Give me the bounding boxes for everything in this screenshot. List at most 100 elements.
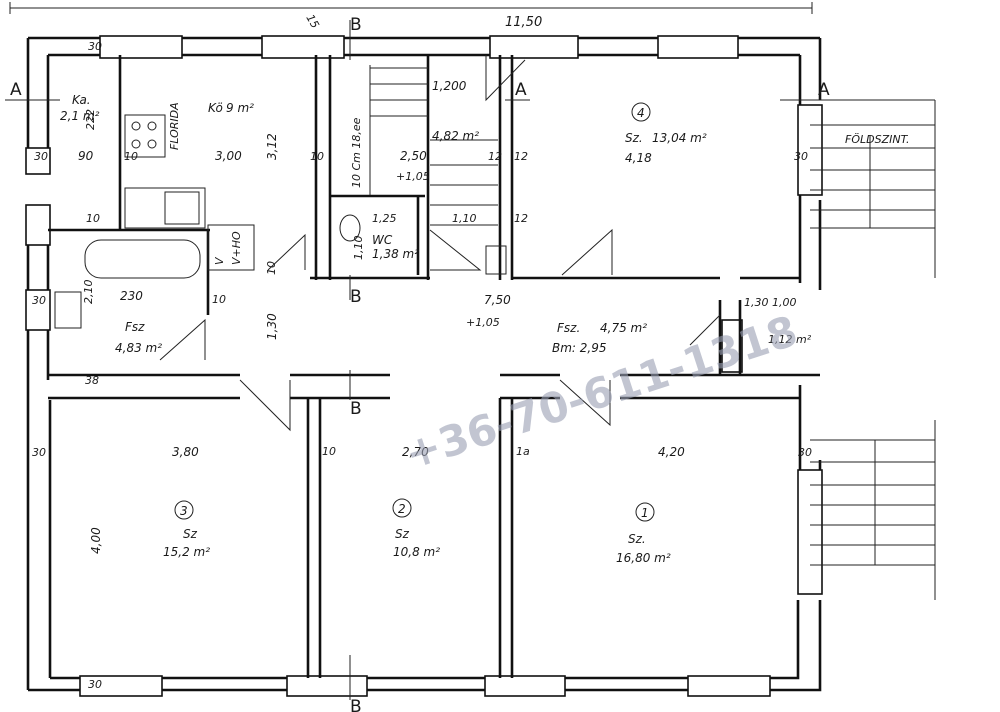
dim-label: 12 (514, 150, 528, 163)
room-area: 9 m² (226, 101, 254, 115)
dim-label: 2,10 (82, 280, 95, 305)
dim-label: 7,50 (484, 293, 511, 307)
room-area: 16,80 m² (616, 551, 671, 565)
level-label: FÖLDSZINT. (845, 133, 910, 146)
burner-icon (147, 121, 157, 131)
room-name: Fsz (125, 320, 145, 334)
level-mark: +1,05 (396, 170, 430, 183)
level-mark: +1,05 (466, 316, 500, 329)
boiler (207, 224, 255, 271)
kitchen-sink (124, 187, 206, 229)
room-name: Ka. (72, 93, 91, 107)
section-mark-b: B (350, 399, 362, 419)
dim-label: 1,00 (772, 296, 797, 309)
room-number: 1 (641, 506, 649, 520)
room-dimension: 3,00 (215, 149, 242, 163)
room-area: 1,38 m² (372, 247, 419, 261)
section-mark-a: A (818, 80, 830, 100)
entrance-steps (810, 99, 936, 600)
dim-label: 10 (212, 293, 226, 306)
room-number-circle (631, 102, 651, 122)
dim-label: 12 (514, 212, 528, 225)
section-mark-b: B (350, 15, 362, 35)
room-area: 1,12 m² (768, 333, 812, 346)
room-area: 13,04 m² (652, 131, 707, 145)
overall-dimension-label: 11,50 (505, 15, 542, 30)
room-width: 2,70 (402, 445, 429, 459)
dim-label: 10 (265, 261, 278, 275)
room-name: Kö (208, 101, 223, 115)
bathtub (84, 239, 201, 279)
section-mark-b: B (350, 697, 362, 712)
room-number: 4 (637, 106, 645, 120)
room-name: Sz (395, 527, 410, 541)
room-area: 4,83 m² (115, 341, 162, 355)
room-labels: Ka. 2,1 m² Kö 9 m² 3,00 FLORIDA 4,82 m² … (60, 79, 812, 565)
burner-icon (131, 121, 141, 131)
windows (25, 35, 823, 697)
dim-label: 30 (88, 678, 102, 691)
stove (124, 114, 166, 158)
label-florida: FLORIDA (168, 102, 181, 150)
fixture-label: V (213, 256, 226, 265)
dim-label: 30 (34, 150, 48, 163)
room-number-circle (392, 498, 412, 518)
dim-label: 10 (322, 445, 336, 458)
chimney (485, 245, 507, 275)
dim-label: 1,30 (265, 313, 279, 340)
section-mark-a: A (10, 80, 22, 100)
dim-label: 222 (84, 109, 97, 130)
dim-label: 1a (516, 445, 530, 458)
dim-label: 30 (794, 150, 808, 163)
room-number-circle (174, 500, 194, 520)
room-width: 4,20 (658, 445, 685, 459)
room-depth: 4,00 (89, 527, 103, 554)
room-number: 2 (398, 502, 406, 516)
kitchen-fixtures (54, 114, 507, 329)
room-name: Sz (183, 527, 198, 541)
room-area: 4,82 m² (432, 129, 479, 143)
toilet-icon (339, 214, 361, 242)
room-name: Sz. (625, 131, 643, 145)
room-number-circle (635, 502, 655, 522)
dimension-annotations: 30 30 30 30 30 30 30 90 10 10 10 10 10 1… (32, 12, 812, 691)
dim-label: 1,30 (744, 296, 769, 309)
room-area: 2,1 m² (60, 109, 100, 123)
dim-label: 230 (120, 289, 143, 303)
dim-label: 10 Cm 18,ee (350, 117, 363, 188)
room-name: WC (372, 233, 393, 247)
dim-label: 10 (124, 150, 138, 163)
dim-label: 38 (85, 374, 99, 387)
dim-label: 30 (32, 446, 46, 459)
washbasin-icon (54, 291, 82, 329)
section-lines (5, 20, 835, 700)
dim-label: 12 (488, 150, 502, 163)
staircase (369, 65, 498, 226)
dim-label: 10 (310, 150, 324, 163)
burner-icon (131, 139, 141, 149)
dim-label: 30 (88, 40, 102, 53)
section-mark-a: A (515, 80, 527, 100)
room-width: 3,80 (172, 445, 199, 459)
dim-label: 15 (303, 12, 321, 31)
dim-label: 1,10 (352, 236, 365, 261)
dim-label: 30 (32, 294, 46, 307)
dim-label: 1,10 (452, 212, 477, 225)
room-area: 4,75 m² (600, 321, 647, 335)
room-area: 10,8 m² (393, 545, 440, 559)
room-number: 3 (180, 504, 188, 518)
dim-label: 2,50 (400, 149, 427, 163)
room-dimension: 4,18 (625, 151, 652, 165)
burner-icon (147, 139, 157, 149)
room-level: 1,200 (432, 79, 467, 93)
dim-label: 1,25 (372, 212, 397, 225)
overall-dimension-line (9, 2, 813, 14)
room-area: 15,2 m² (163, 545, 210, 559)
room-bm: Bm: 2,95 (552, 341, 607, 355)
dim-label: 10 (86, 212, 100, 225)
room-name: Fsz. (557, 321, 580, 335)
dim-label: 30 (798, 446, 812, 459)
room-name: Sz. (628, 532, 646, 546)
dim-label: 3,12 (265, 133, 279, 160)
